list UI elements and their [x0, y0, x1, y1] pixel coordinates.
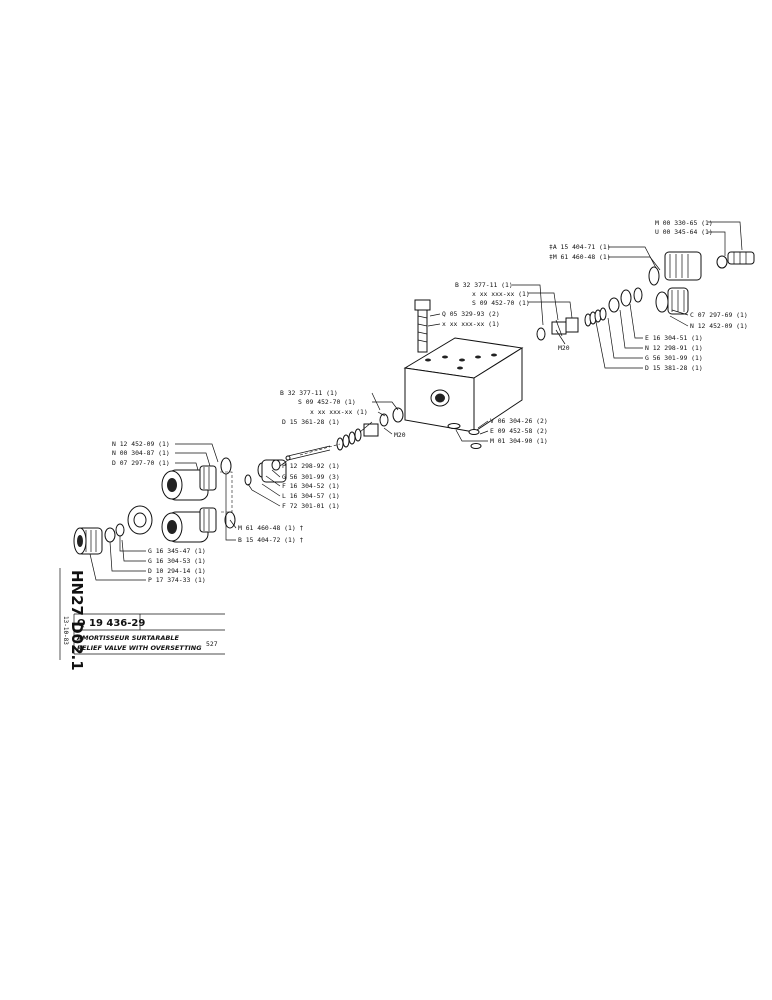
callout-g16345: G 16 345-47 (1) — [148, 547, 206, 555]
sheet-ref: 527 — [206, 640, 218, 648]
callout-d15381: D 15 381-28 (1) — [645, 364, 703, 372]
callout-p17374: P 17 374-33 (1) — [148, 576, 206, 584]
callout-e09452: E 09 452-58 (2) — [490, 427, 548, 435]
callout-g16304: G 16 304-53 (1) — [148, 557, 206, 565]
title-block: HN27 D02.1 13-10-83 Q 19 436-29 AMORTISS… — [59, 568, 225, 671]
middle-cartridge — [299, 407, 404, 456]
callout-s09452-mid: S 09 452-70 (1) — [298, 398, 356, 406]
callout-xx-mid: x xx xxx-xx (1) — [310, 408, 368, 416]
callout-f72301: F 72 301-01 (1) — [282, 502, 340, 510]
callout-b32377-mid: B 32 377-11 (1) — [280, 389, 338, 397]
title-english: RELIEF VALVE WITH OVERSETTING — [77, 644, 202, 652]
callout-n00304: N 00 304-87 (1) — [112, 449, 170, 457]
callout-xx-top2: x xx xxx-xx (1) — [442, 320, 500, 328]
callout-n12452-right: N 12 452-09 (1) — [690, 322, 748, 330]
sheet-code: HN27 D02.1 — [68, 570, 86, 671]
callout-d15361: D 15 361-28 (1) — [282, 418, 340, 426]
front-fittings — [73, 445, 331, 555]
callout-xx-top1: x xx xxx-xx (1) — [472, 290, 530, 298]
callout-v06304: V 06 304-26 (2) — [490, 417, 548, 425]
callout-l16304: L 16 304-57 (1) — [282, 492, 340, 500]
callout-m61460-top: ‡M 61 460-48 (1) — [549, 253, 611, 261]
callout-d07297: D 07 297-70 (1) — [112, 459, 170, 467]
callout-q05329: Q 05 329-93 (2) — [442, 310, 500, 318]
callout-p12298: P 12 298-92 (1) — [282, 462, 340, 470]
callout-b15404-72: B 15 404-72 (1) † — [238, 536, 304, 544]
spring-right — [584, 307, 607, 327]
callout-c07297: C 07 297-69 (1) — [690, 311, 748, 319]
callout-m00330: M 00 330-65 (1) — [655, 219, 713, 227]
spring-middle — [336, 428, 362, 451]
sheet-date: 13-10-83 — [62, 616, 69, 645]
callout-labels: M 00 330-65 (1) U 00 345-64 (1) ‡A 15 40… — [112, 219, 748, 584]
bolt — [414, 299, 431, 353]
leader-lines — [89, 221, 743, 581]
callout-n12298: N 12 298-91 (1) — [645, 344, 703, 352]
upper-right-cartridge — [536, 251, 755, 341]
callout-u00345: U 00 345-64 (1) — [655, 228, 713, 236]
callout-m20-mid: M20 — [394, 431, 406, 439]
callout-m01304: M 01 304-90 (1) — [490, 437, 548, 445]
callout-e16304: E 16 304-51 (1) — [645, 334, 703, 342]
callout-f16304: F 16 304-52 (1) — [282, 482, 340, 490]
callout-a15404-71: ‡A 15 404-71 (1) — [549, 243, 611, 251]
callout-n12452-left: N 12 452-09 (1) — [112, 440, 170, 448]
callout-s09452-top: S 09 452-70 (1) — [472, 299, 530, 307]
callout-m61460-bot: M 61 460-48 (1) † — [238, 524, 304, 532]
callout-g56301-mid: G 56 301-99 (3) — [282, 473, 340, 481]
callout-g56301-right: G 56 301-99 (1) — [645, 354, 703, 362]
title-french: AMORTISSEUR SURTARABLE — [76, 634, 179, 642]
callout-b32377-top: B 32 377-11 (1) — [455, 281, 513, 289]
valve-block — [403, 337, 524, 433]
screws-bottom — [447, 423, 482, 449]
callout-d10294: D 10 294-14 (1) — [148, 567, 206, 575]
callout-m20-top: M20 — [558, 344, 570, 352]
part-number: Q 19 436-29 — [77, 618, 145, 629]
